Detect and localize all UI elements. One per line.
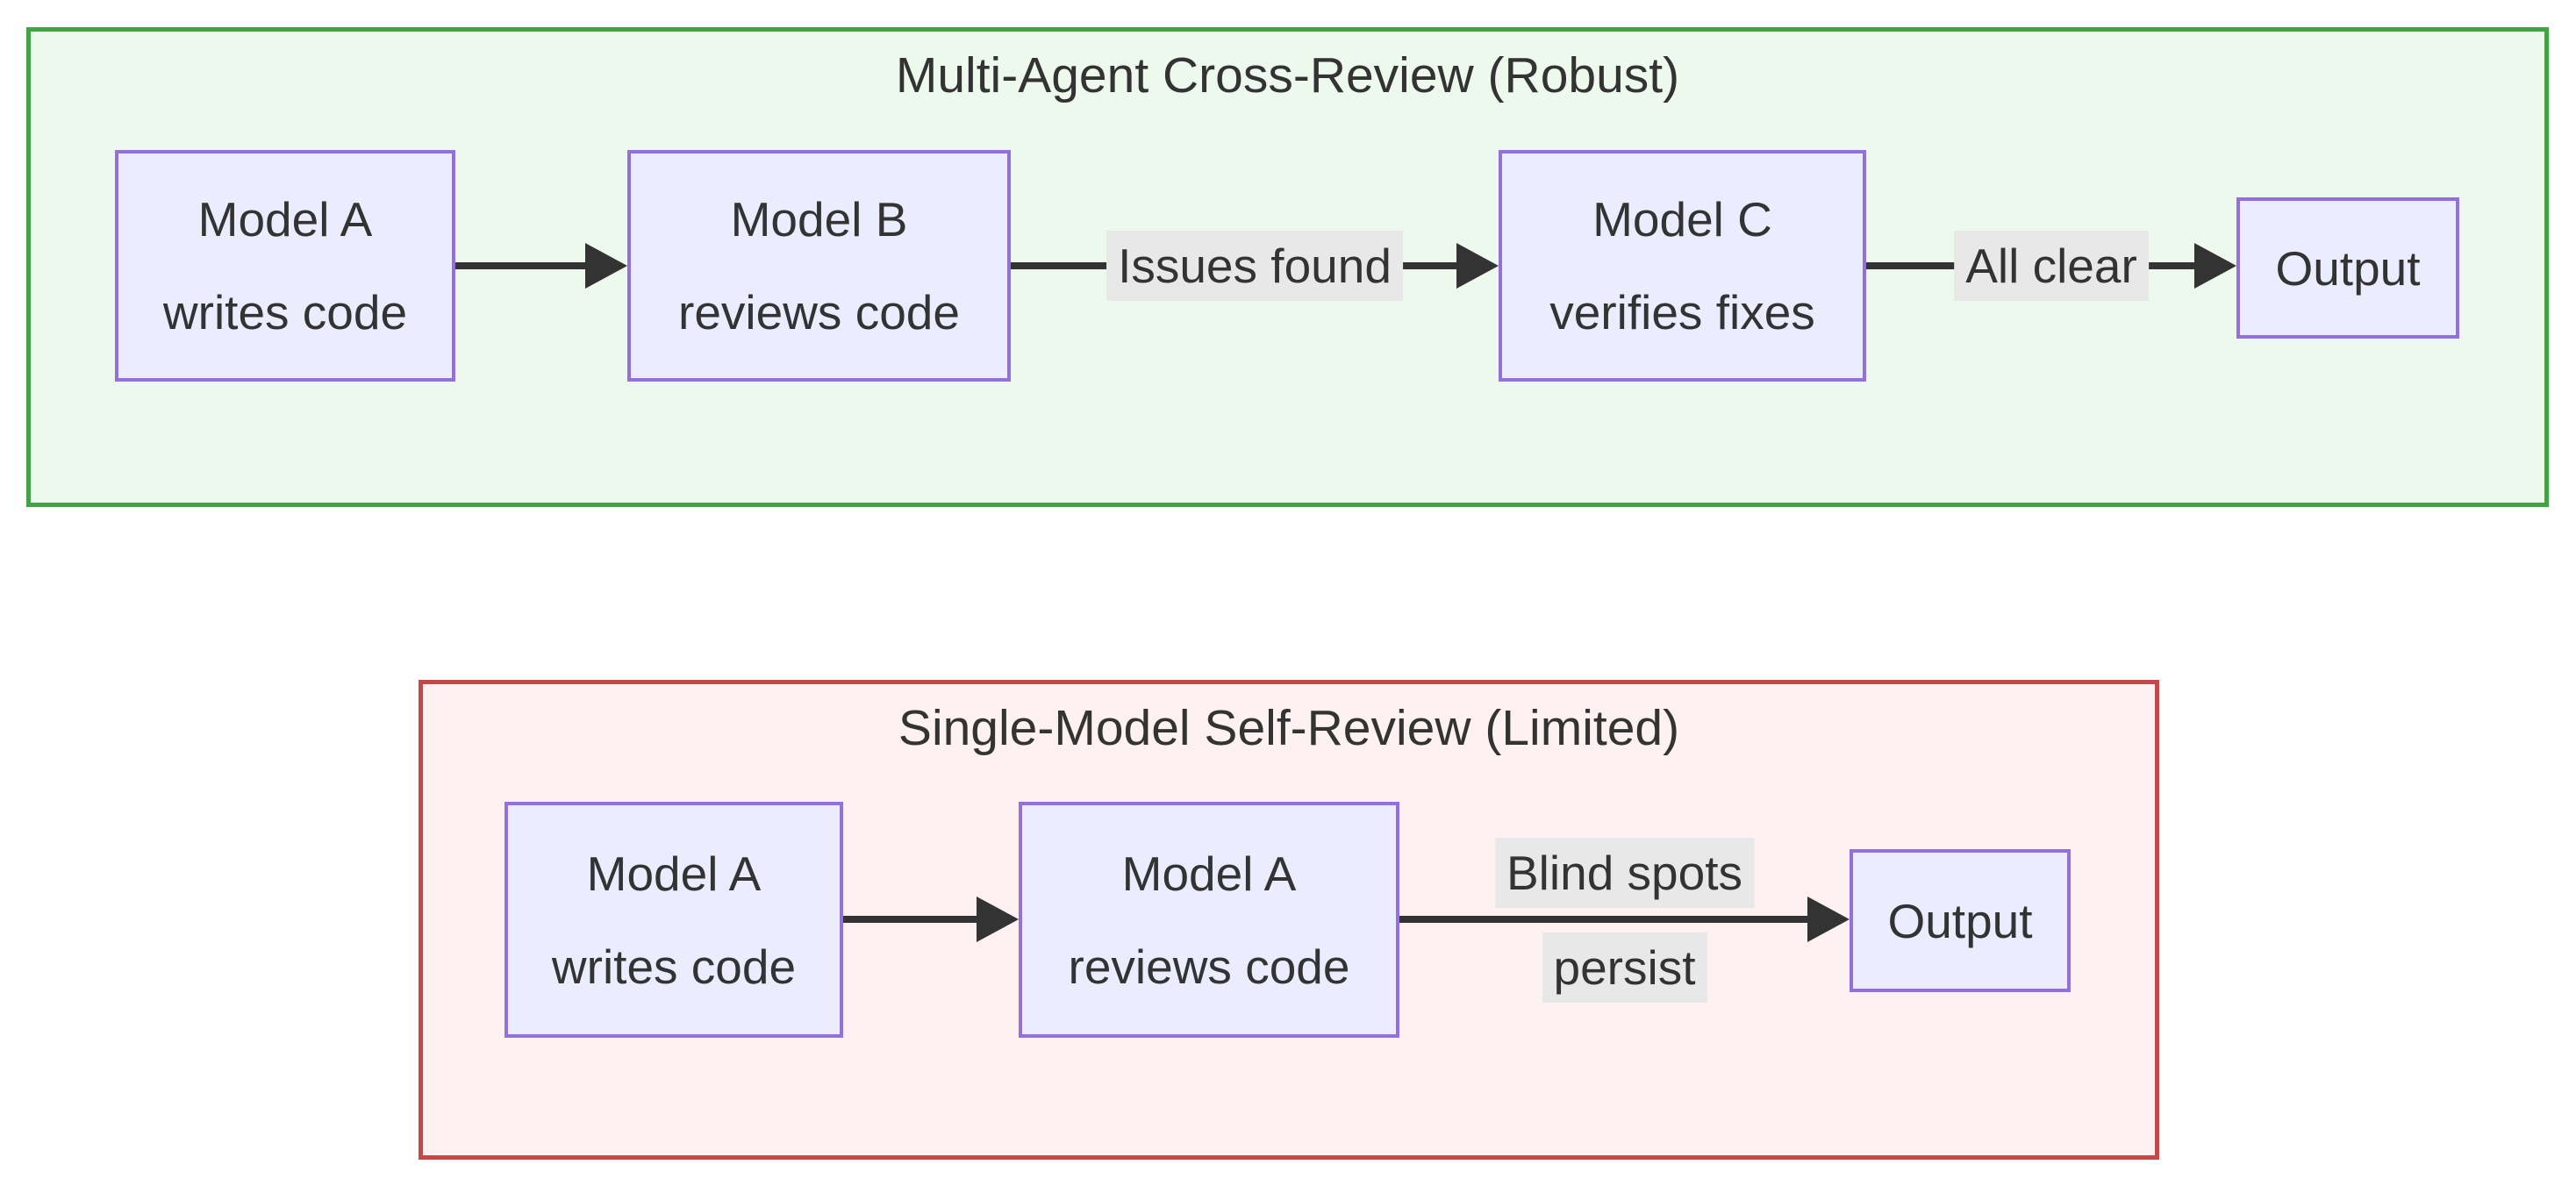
node-label-line: Output [2275, 240, 2421, 296]
node-label-line: Model C [1592, 192, 1772, 246]
arrowhead-icon [585, 243, 627, 289]
node-label-line: Output [1887, 893, 2033, 948]
edge-model-a-to-output: Blind spots persist [1399, 838, 1850, 1003]
node-model-a-reviews-code: Model A reviews code [1019, 802, 1399, 1038]
edge-line [455, 262, 601, 269]
node-model-a-writes-code-top: Model A writes code [115, 150, 455, 382]
edge-label-blind-spots: Blind spots [1494, 838, 1755, 908]
edge-line [1399, 916, 1823, 923]
node-model-b-reviews-code: Model B reviews code [627, 150, 1011, 382]
node-output-top: Output [2236, 197, 2459, 339]
edge-label-persist: persist [1542, 932, 1707, 1003]
arrowhead-icon [977, 897, 1019, 942]
node-output-bottom: Output [1850, 849, 2071, 992]
edge-model-c-to-output: All clear [1866, 213, 2236, 318]
node-label-line: Model A [586, 846, 762, 901]
cluster-title-single-model: Single-Model Self-Review (Limited) [898, 700, 1680, 756]
edge-label-issues-found: Issues found [1106, 231, 1403, 301]
edge-model-a-to-model-b [455, 213, 627, 318]
node-label-line: writes code [551, 939, 797, 994]
node-model-c-verifies-fixes: Model C verifies fixes [1499, 150, 1866, 382]
arrowhead-icon [1807, 897, 1850, 942]
edge-model-a-to-model-a [843, 867, 1019, 972]
arrowhead-icon [1456, 243, 1499, 289]
edge-line [843, 916, 992, 923]
edge-model-b-to-model-c: Issues found [1011, 213, 1499, 318]
node-label-line: reviews code [1068, 939, 1350, 994]
node-model-a-writes-code-bottom: Model A writes code [504, 802, 843, 1038]
node-label-line: verifies fixes [1549, 285, 1815, 339]
node-label-line: Model B [730, 192, 908, 246]
node-label-line: reviews code [678, 285, 960, 339]
node-label-line: writes code [162, 285, 408, 339]
node-label-line: Model A [1121, 846, 1297, 901]
arrowhead-icon [2194, 243, 2236, 289]
node-label-line: Model A [197, 192, 373, 246]
cluster-title-multi-agent: Multi-Agent Cross-Review (Robust) [895, 47, 1680, 104]
edge-label-all-clear: All clear [1954, 231, 2149, 301]
